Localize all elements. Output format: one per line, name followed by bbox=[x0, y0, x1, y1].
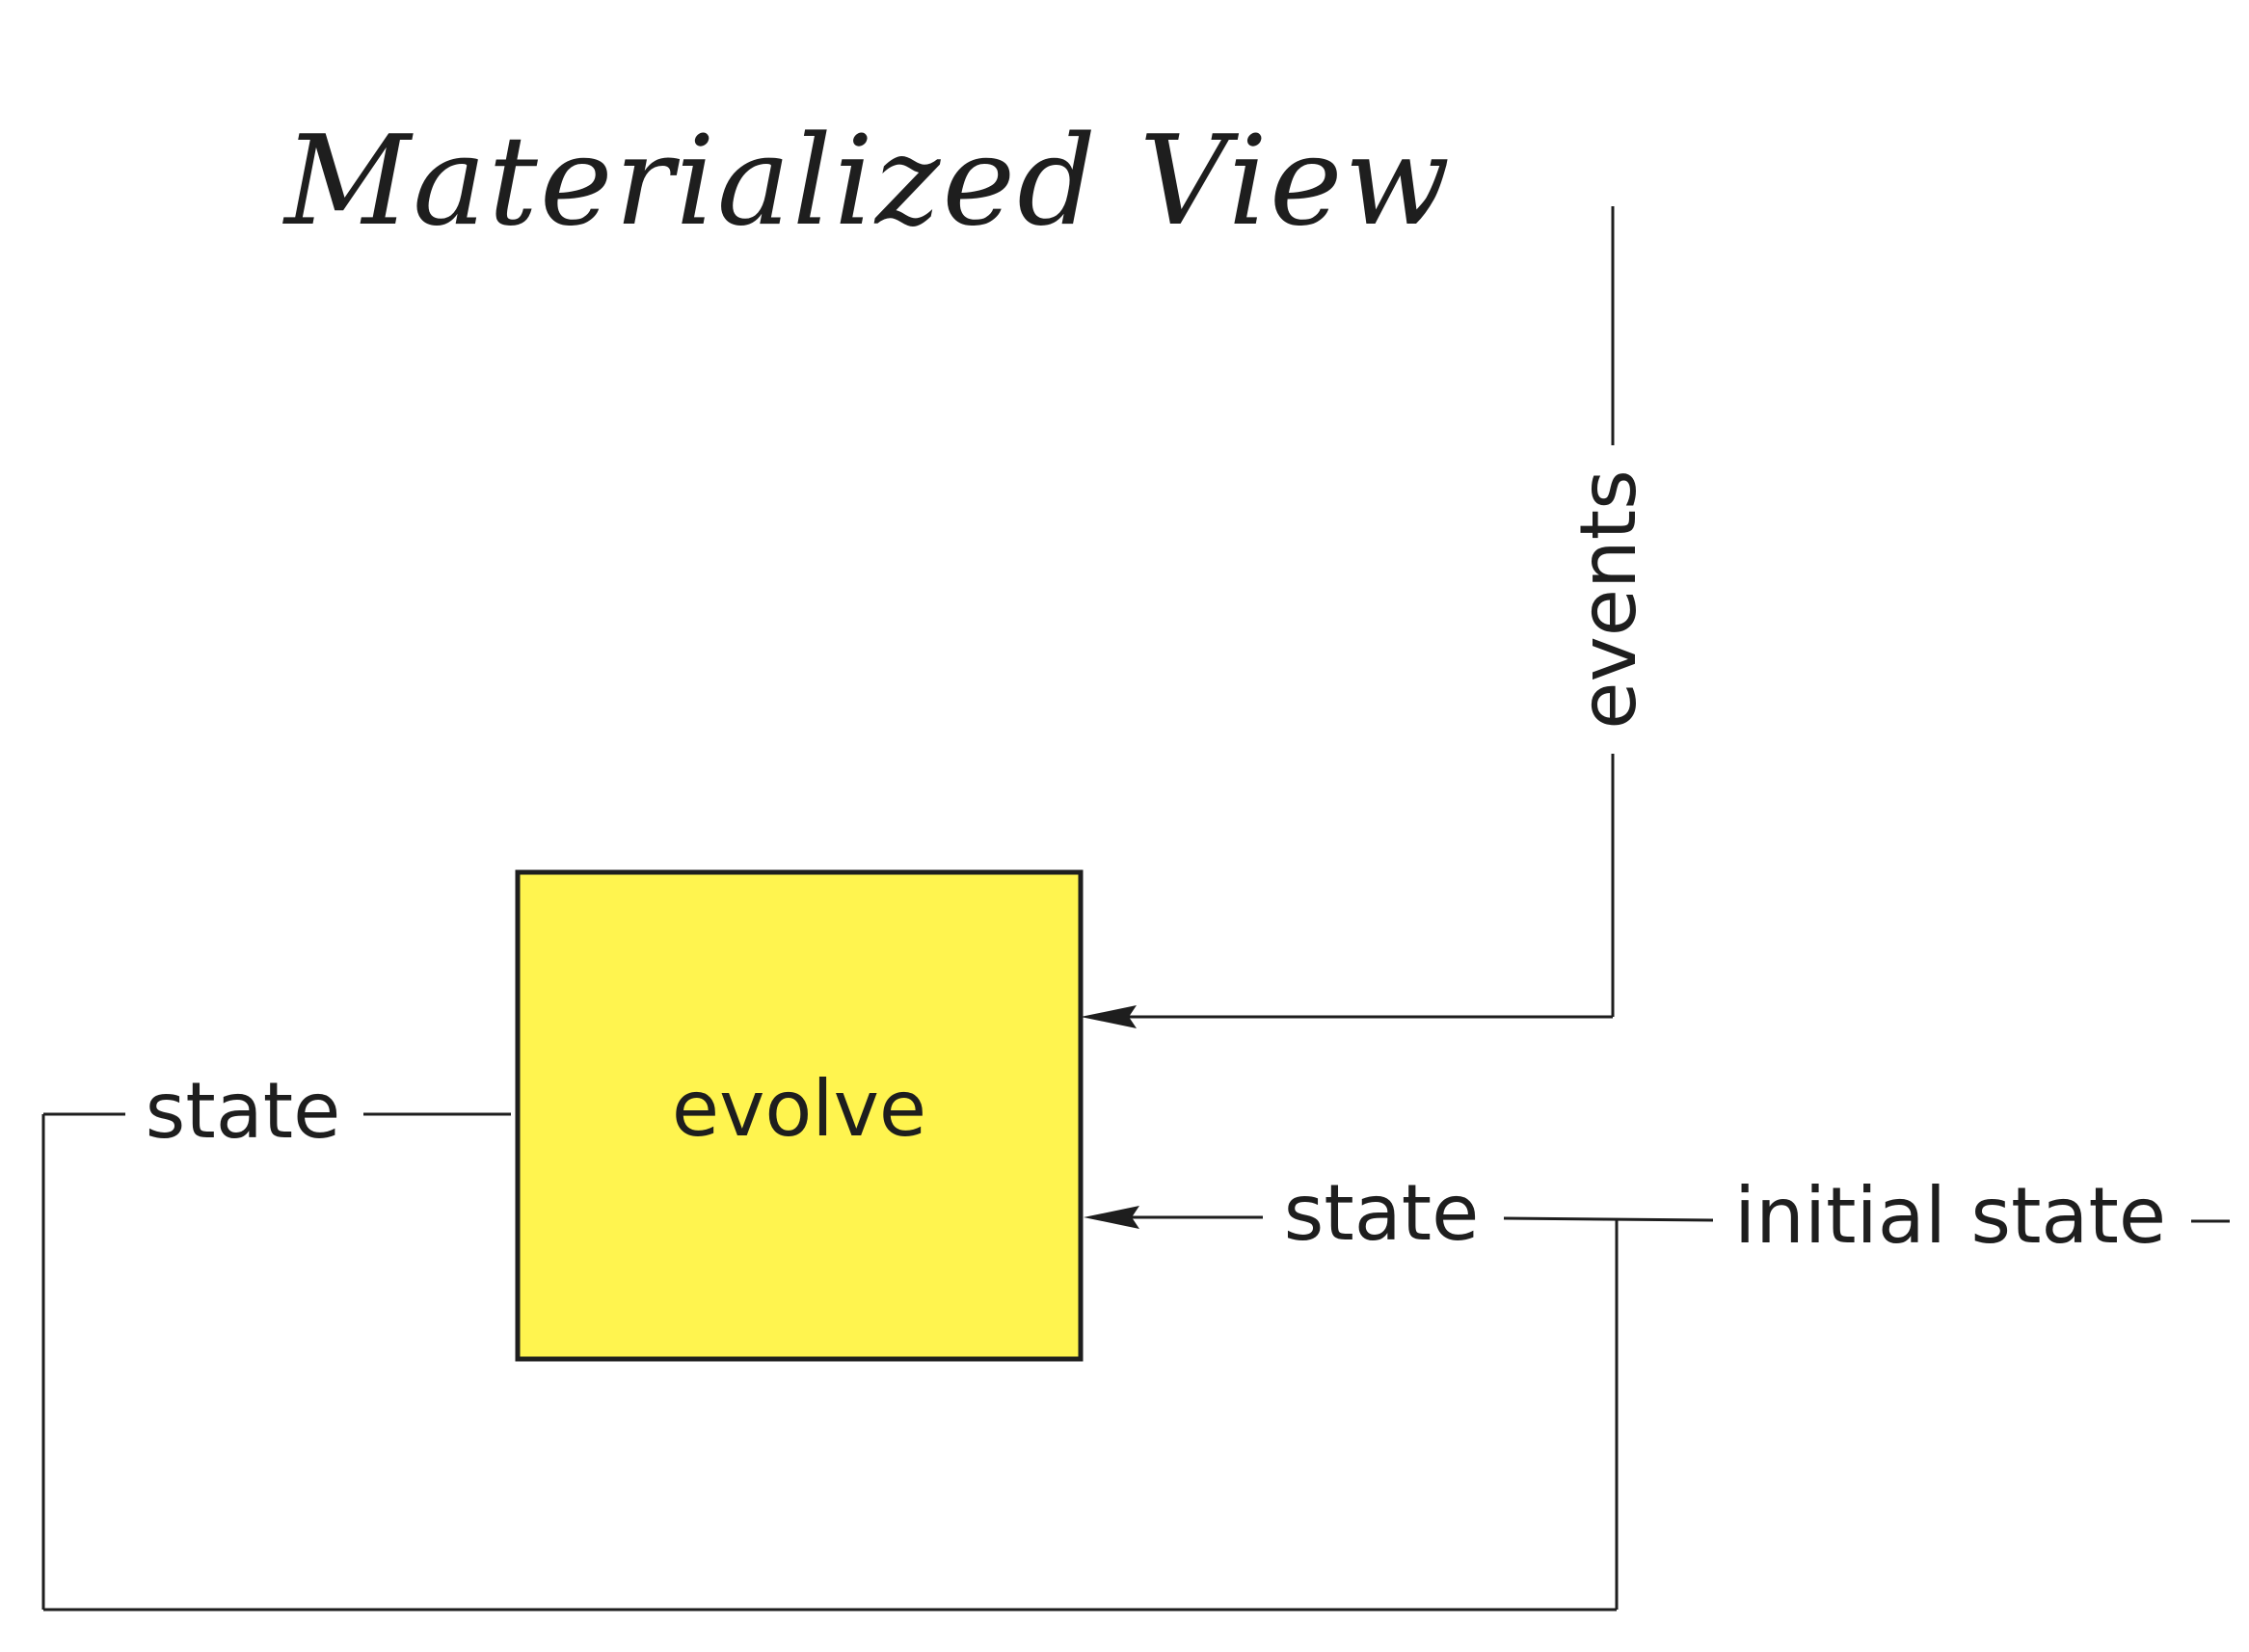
events-label: events bbox=[1564, 469, 1653, 730]
evolve-node bbox=[515, 869, 1084, 1362]
state-input-edge bbox=[1084, 1206, 2230, 1229]
events-edge bbox=[1081, 206, 1615, 1028]
state-input-arrowhead bbox=[1084, 1206, 1139, 1229]
initial-state-label: initial state bbox=[1734, 1171, 2166, 1261]
state-feedback-edge bbox=[41, 1112, 1619, 1612]
events-arrowhead bbox=[1081, 1005, 1137, 1028]
state-input-label: state bbox=[1284, 1168, 1480, 1258]
state-output-label: state bbox=[146, 1066, 341, 1156]
evolve-node-label: evolve bbox=[672, 1064, 926, 1154]
diagram-title: Materialized View bbox=[282, 110, 1452, 253]
